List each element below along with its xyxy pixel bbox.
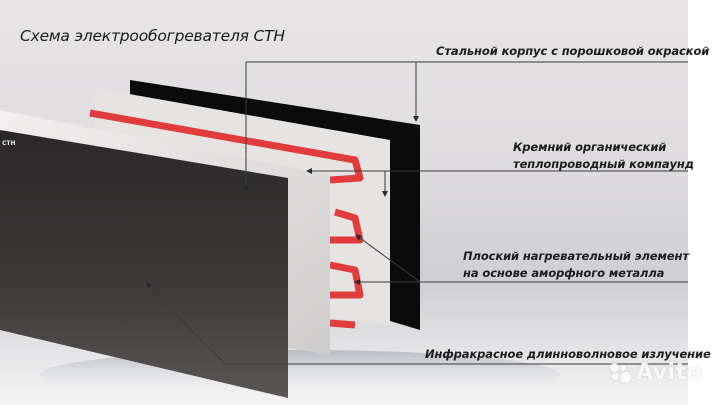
avito-logo-icon bbox=[610, 362, 632, 383]
label-line: Плоский нагревательный элемент bbox=[463, 249, 689, 263]
panel-logo: СТН bbox=[2, 140, 16, 147]
front-steel-panel bbox=[0, 130, 288, 398]
label-line: теплопроводный компаунд bbox=[513, 157, 694, 171]
label-steel-case: Стальной корпус с порошковой окраской bbox=[436, 43, 709, 60]
label-line: Кремний органический bbox=[513, 140, 667, 154]
avito-watermark: Avito bbox=[610, 360, 702, 385]
diagram-title: Схема электрообогревателя СТН bbox=[20, 27, 285, 45]
label-line: Стальной корпус с порошковой окраской bbox=[436, 44, 710, 58]
label-heating-element: Плоский нагревательный элемент на основе… bbox=[463, 248, 689, 282]
watermark-text: Avito bbox=[636, 360, 703, 385]
label-infrared: Инфракрасное длинноволновое излучение bbox=[425, 346, 711, 363]
leader-lines bbox=[149, 61, 688, 365]
label-line: Инфракрасное длинноволновое излучение bbox=[425, 347, 711, 361]
label-silicone-compound: Кремний органический теплопроводный комп… bbox=[513, 139, 694, 173]
label-line: на основе аморфного металла bbox=[463, 266, 665, 280]
leader-arrowheads bbox=[146, 116, 419, 288]
